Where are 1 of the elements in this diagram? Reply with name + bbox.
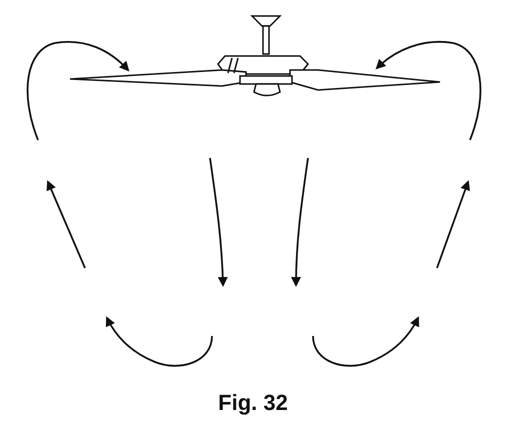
figure-caption: Fig. 32 <box>218 390 288 415</box>
